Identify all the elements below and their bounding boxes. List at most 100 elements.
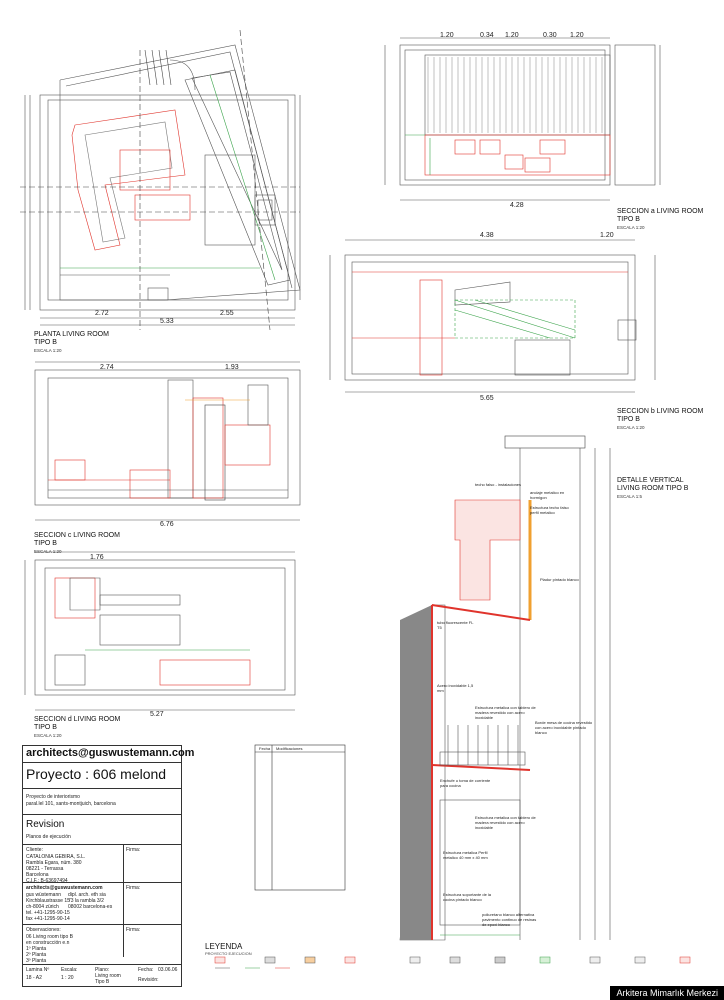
detail-note: Estructura techo falso perfil metalico	[530, 505, 569, 515]
seccion-b-drawing	[329, 239, 656, 393]
seccion-b-scale: ESCALA 1:20	[617, 425, 645, 430]
seccion-a-subtitle: TIPO B	[617, 216, 640, 223]
architect-email: architects@guswustemann.com	[26, 885, 103, 891]
plano-label: Plano:	[95, 967, 110, 973]
architect-line: 73 la rambla 3/2	[68, 898, 104, 904]
detail-note: Estructura soportante de la cocina pinta…	[443, 892, 492, 902]
detalle-title: DETALLE VERTICAL	[617, 477, 684, 484]
architect-line: ch-8004 zürich	[26, 904, 59, 910]
dim-sec-b-bottom: 5.65	[480, 395, 494, 402]
firma-label: Firma:	[126, 885, 141, 891]
revisado-label: Revisión:	[138, 977, 159, 983]
planta-title-block: PLANTA LIVING ROOM TIPO B ESCALA 1:20	[34, 331, 109, 355]
detail-note: Enchufe u toma de corriente para cocina	[440, 778, 491, 788]
dim-sec-a-top2: 0.34	[480, 32, 494, 39]
dim-sec-a-top3: 1.20	[505, 32, 519, 39]
legend-subtitle: PROYECTO EJECUCION	[205, 951, 252, 956]
seccion-c-title-block: SECCION c LIVING ROOM TIPO B ESCALA 1:20	[34, 532, 120, 556]
architect-line: 08002 barcelona-es	[68, 904, 113, 910]
escala-label: Escala:	[61, 967, 78, 973]
seccion-c-scale: ESCALA 1:20	[34, 549, 62, 554]
cliente-label: Cliente:	[26, 847, 43, 853]
title-block: architects@guswustemann.com Proyecto : 6…	[22, 745, 194, 987]
observaciones-line: 1º Planta	[26, 946, 47, 952]
detail-note: techo falso - instalaciones	[475, 482, 522, 487]
observaciones-line: 3º Planta	[26, 958, 47, 964]
escala-value: 1 : 20	[61, 975, 74, 981]
planos-label: Planos de ejecución	[26, 834, 71, 840]
detail-note: Pladur pintado blanco	[540, 577, 579, 582]
legend-strip	[214, 956, 691, 969]
cliente-line: 08221 - Terrassa	[26, 866, 64, 872]
cliente-line: Barcelona	[26, 872, 49, 878]
dim-sec-d-top1: 1.76	[90, 554, 104, 561]
detalle-drawing	[399, 435, 611, 941]
revision-label: Revision	[26, 819, 65, 830]
revision-fecha-header: Fecha	[259, 746, 271, 751]
planta-drawing	[20, 29, 301, 331]
seccion-d-title: SECCION d LIVING ROOM	[34, 716, 121, 723]
dim-sec-c-bottom: 6.76	[160, 521, 174, 528]
plano-value: Living room	[95, 973, 121, 979]
dim-sec-b-top1: 4.38	[480, 232, 494, 239]
detail-note: Acero inoxidable 1,5 mm	[437, 683, 474, 693]
project-desc-2: paral.lel 101, sants-montjuich, barcelon…	[26, 801, 116, 807]
seccion-d-subtitle: TIPO B	[34, 724, 57, 731]
detail-note: poliuretano blanco alternativa pavimento…	[482, 912, 537, 927]
dim-sec-c-top2: 1.93	[225, 364, 239, 371]
dim-planta-bottom1: 2.72	[95, 310, 109, 317]
lamina-value: 18 - A2	[26, 975, 42, 981]
dim-planta-bottom3: 5.33	[160, 318, 174, 325]
dim-sec-b-top2: 1.20	[600, 232, 614, 239]
seccion-d-title-block: SECCION d LIVING ROOM TIPO B ESCALA 1:20	[34, 716, 120, 740]
planta-subtitle: TIPO B	[34, 339, 57, 346]
detail-note: Borde mesa de cocina revestido con acero…	[535, 720, 593, 735]
seccion-d-scale: ESCALA 1:20	[34, 733, 62, 738]
watermark: Arkitera Mimarlık Merkezi	[610, 986, 724, 1000]
architect-line: dipl. arch. eth sia	[68, 892, 106, 898]
dim-sec-c-top1: 2.74	[100, 364, 114, 371]
dim-planta-bottom2: 2.55	[220, 310, 234, 317]
seccion-a-title-block: SECCION a LIVING ROOM TIPO B ESCALA 1:20	[617, 208, 703, 232]
cliente-line: Rambla Egara, núm. 380	[26, 860, 82, 866]
plano-value: Tipo B	[95, 979, 110, 985]
cliente-line: CATALONIA GEBIRA, S.L.	[26, 854, 86, 860]
observaciones-line: 2º Planta	[26, 952, 47, 958]
seccion-a-title: SECCION a LIVING ROOM	[617, 208, 704, 215]
detail-note: Estructura metalica con tablero de mader…	[475, 815, 536, 830]
legend-title: LEYENDA	[205, 942, 243, 951]
firma-label: Firma:	[126, 847, 141, 853]
seccion-c-title: SECCION c LIVING ROOM	[34, 532, 120, 539]
architect-line: gus wüstemann	[26, 892, 62, 898]
architect-line: tel. +41-1295-90-15	[26, 910, 70, 916]
planta-title: PLANTA LIVING ROOM	[34, 331, 109, 338]
observaciones-line: 06 Living room tipo B	[26, 934, 73, 940]
detalle-title-block: DETALLE VERTICAL LIVING ROOM TIPO B ESCA…	[617, 477, 688, 501]
detail-note: Estructura metalica con tablero de mader…	[475, 705, 536, 720]
fecha-label: Fecha:	[138, 967, 154, 973]
fecha-value: 03.06.06	[158, 967, 178, 973]
dim-sec-d-bottom: 5.27	[150, 711, 164, 718]
detail-note: Estructura metalica Perfil metalico 40 m…	[443, 850, 488, 860]
planta-scale: ESCALA 1:20	[34, 348, 62, 353]
architect-line: fax +41-1295-90-14	[26, 916, 70, 922]
lamina-label: Lamina Nº	[26, 967, 50, 973]
cliente-line: C.I.F.: B-63697494	[26, 878, 68, 884]
detalle-scale: ESCALA 1:5	[617, 494, 643, 499]
seccion-a-drawing	[384, 37, 661, 201]
dim-sec-a-bottom: 4.28	[510, 202, 524, 209]
seccion-b-title-block: SECCION b LIVING ROOM TIPO B ESCALA 1:20	[617, 408, 703, 432]
seccion-c-drawing	[34, 361, 301, 521]
seccion-d-drawing	[24, 551, 296, 711]
dim-sec-a-top1: 1.20	[440, 32, 454, 39]
project-desc-1: Proyecto de interiorismo	[26, 794, 80, 800]
detail-note: anclaje metalico en hormigon	[530, 490, 565, 500]
detalle-subtitle: LIVING ROOM TIPO B	[617, 485, 689, 492]
dim-sec-a-top4: 0.30	[543, 32, 557, 39]
legend-title-block: LEYENDA PROYECTO EJECUCION	[205, 942, 252, 956]
architect-line: Kirchblaustrasse 15	[26, 898, 70, 904]
revision-table	[254, 744, 346, 891]
seccion-b-subtitle: TIPO B	[617, 416, 640, 423]
seccion-c-subtitle: TIPO B	[34, 540, 57, 547]
